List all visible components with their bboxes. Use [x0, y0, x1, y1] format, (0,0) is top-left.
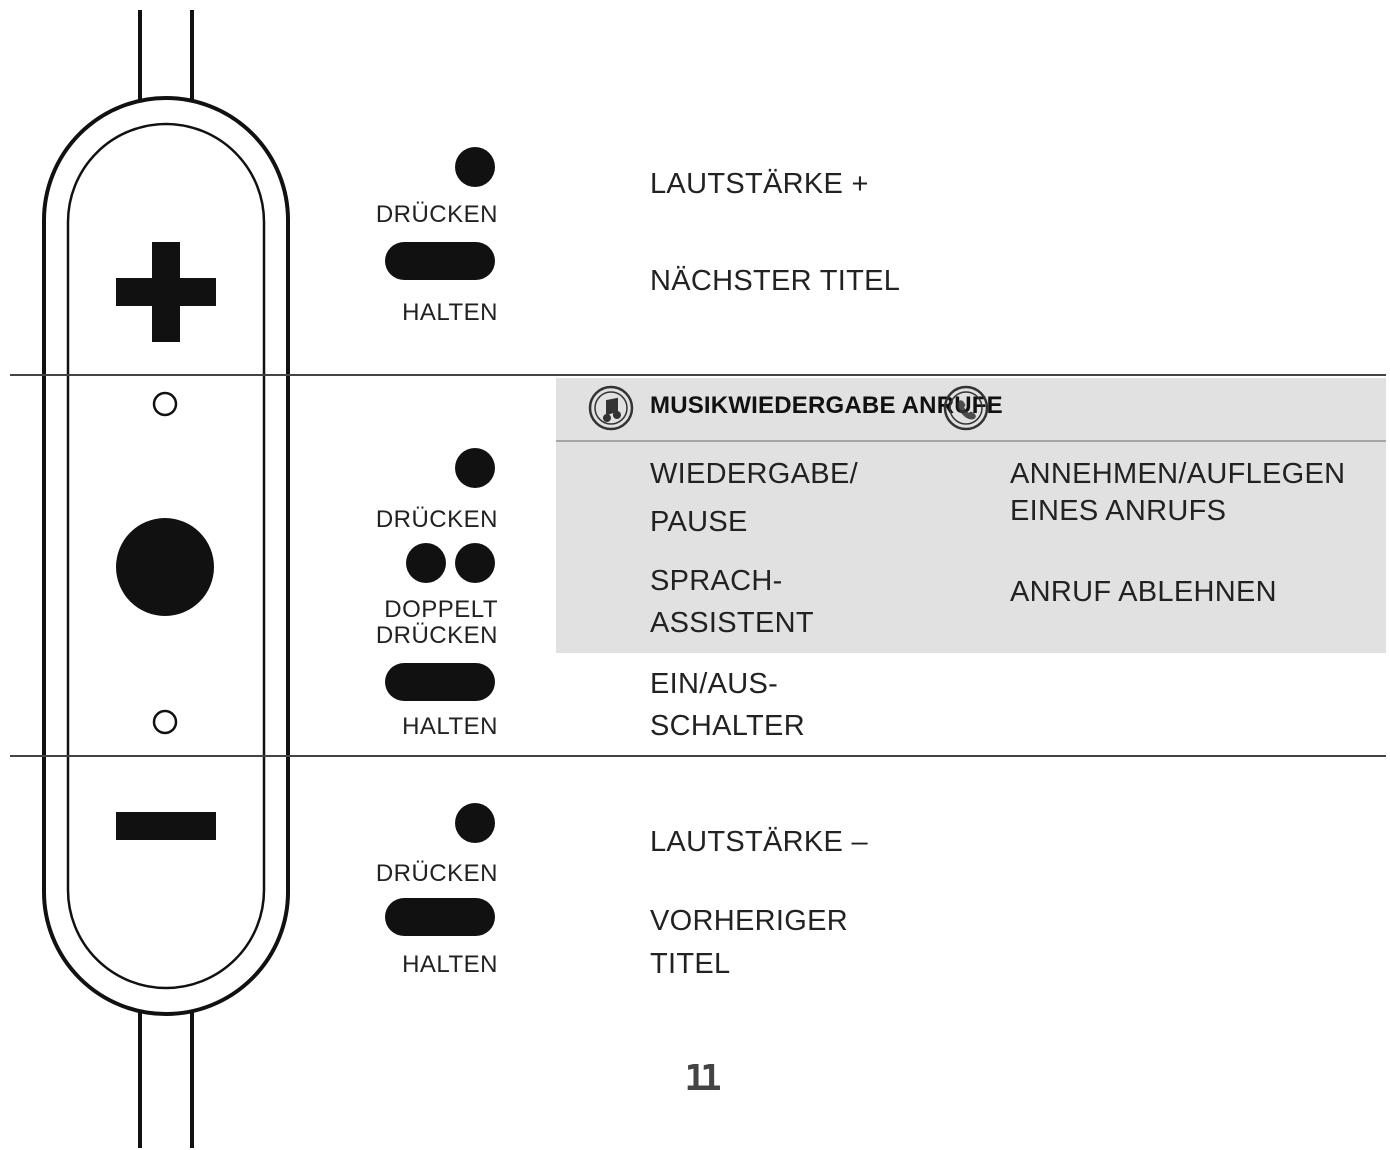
hold-label: HALTEN: [402, 299, 498, 326]
play-pause-action: WIEDERGABE/ PAUSE: [650, 450, 858, 546]
section-divider-top: [10, 374, 1386, 376]
double-press-icon-second: [455, 543, 495, 583]
hold-icon: [385, 242, 495, 280]
power-switch-action: EIN/AUS- SCHALTER: [650, 663, 805, 747]
table-header-text: MUSIKWIEDERGABE ANRUFE: [650, 392, 1003, 419]
action-line: ASSISTENT: [650, 607, 814, 639]
answer-end-call-action: ANNEHMEN/AUFLEGEN EINES ANRUFS: [1010, 456, 1345, 530]
reject-call-action: ANRUF ABLEHNEN: [1010, 576, 1277, 608]
hold-label: HALTEN: [402, 951, 498, 978]
action-line: TITEL: [650, 948, 731, 980]
double-press-label: DOPPELT DRÜCKEN: [330, 597, 498, 649]
double-press-icon-first: [406, 543, 446, 583]
voice-assistant-action: SPRACH- ASSISTENT: [650, 560, 814, 644]
single-press-icon: [455, 803, 495, 843]
action-line: VORHERIGER: [650, 905, 848, 937]
plus-icon: [116, 242, 216, 342]
indicator-light-bottom: [152, 709, 178, 735]
single-press-icon: [455, 147, 495, 187]
action-line: SCHALTER: [650, 710, 805, 742]
page-number: 11: [684, 1058, 721, 1099]
press-label: DRÜCKEN: [375, 860, 498, 887]
minus-icon: [116, 812, 216, 840]
cable-top: [138, 10, 194, 100]
action-line: EIN/AUS-: [650, 668, 779, 700]
next-track-action: NÄCHSTER TITEL: [650, 265, 901, 297]
volume-down-action: LAUTSTÄRKE –: [650, 826, 868, 858]
action-line: ANNEHMEN/AUFLEGEN: [1010, 458, 1346, 490]
remote-body-inner: [66, 122, 266, 990]
hold-icon: [385, 663, 495, 701]
action-line: WIEDERGABE/: [650, 458, 858, 490]
previous-track-action: VORHERIGER TITEL: [650, 900, 848, 986]
single-press-icon: [455, 448, 495, 488]
center-button-icon: [116, 518, 214, 616]
hold-label: HALTEN: [402, 713, 498, 740]
music-note-icon: [588, 385, 634, 431]
hold-icon: [385, 898, 495, 936]
table-header-divider: [556, 440, 1386, 442]
press-label: DRÜCKEN: [375, 201, 498, 228]
action-line: PAUSE: [650, 506, 748, 538]
section-divider-bottom: [10, 755, 1386, 757]
cable-bottom: [138, 1012, 194, 1148]
double-press-label-line: DRÜCKEN: [375, 622, 498, 649]
volume-up-action: LAUTSTÄRKE +: [650, 168, 869, 200]
remote-control-illustration: [42, 10, 290, 1148]
indicator-light-top: [152, 391, 178, 417]
action-line: EINES ANRUFS: [1010, 495, 1227, 527]
press-label: DRÜCKEN: [375, 506, 498, 533]
double-press-label-line: DOPPELT: [384, 596, 498, 623]
action-line: SPRACH-: [650, 565, 783, 597]
phone-icon: [943, 385, 989, 431]
